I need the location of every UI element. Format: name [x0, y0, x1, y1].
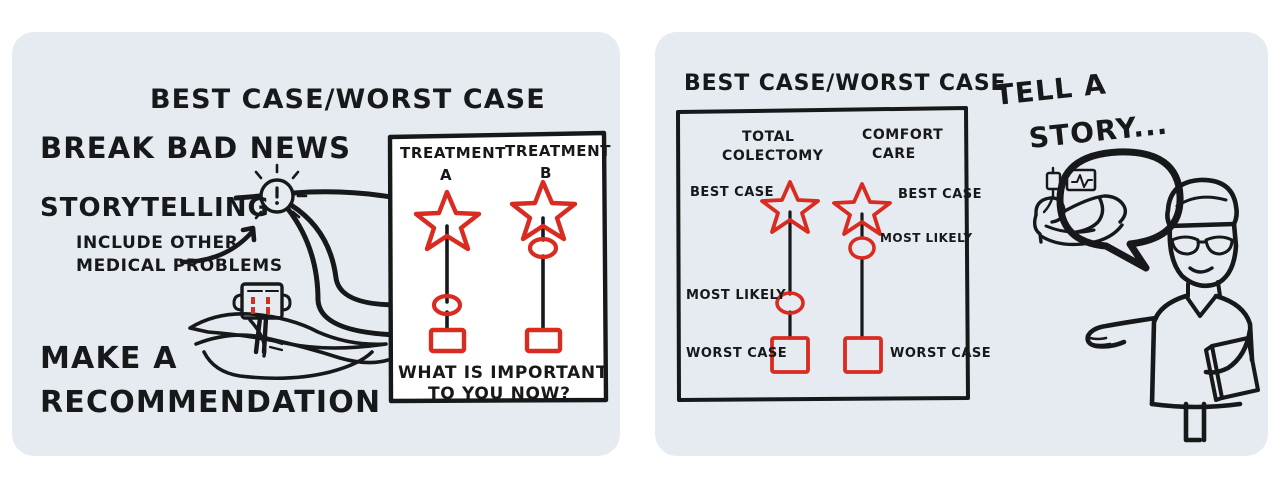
- right-panel: [655, 32, 1268, 456]
- left-panel: [12, 32, 620, 456]
